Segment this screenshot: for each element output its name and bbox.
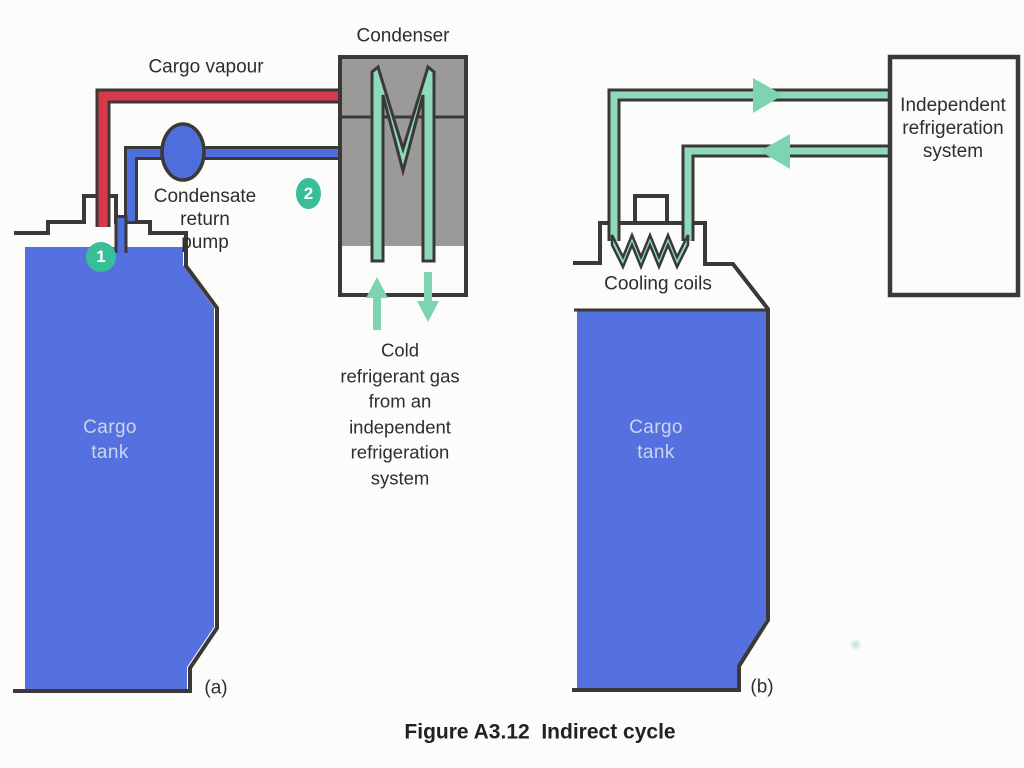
cold-refrigerant-label: Cold refrigerant gas from an independent… (340, 339, 460, 489)
tank-b-dome-hatch (633, 194, 669, 223)
panel-a-label: (a) (204, 677, 228, 699)
scan-artifact-dot (849, 638, 862, 651)
cargo-tank-b-liquid (577, 311, 766, 688)
coil-supply-pipe (610, 91, 889, 241)
independent-refrigeration-system-label: Independent refrigeration system (900, 95, 1006, 163)
independent-refrigeration-system-box (887, 54, 1021, 298)
refrigerant-in-up-arrow-icon (366, 277, 388, 330)
step-badge-1: 1 (86, 242, 116, 272)
condensate-pipe-stub (117, 218, 125, 253)
cargo-tank-a-label: Cargo tank (83, 416, 137, 463)
coil-return-pipe (684, 147, 889, 241)
flow-right-arrow-icon (753, 78, 783, 113)
flow-left-arrow-icon (760, 134, 790, 169)
cooling-coils-label: Cooling coils (604, 273, 712, 295)
cooling-coil-zigzag (610, 231, 690, 271)
cargo-tank-b-outline (572, 221, 770, 692)
cargo-vapour-label: Cargo vapour (148, 56, 264, 78)
refrigerant-out-down-arrow-icon (417, 272, 439, 322)
cargo-tank-b-label: Cargo tank (629, 416, 683, 463)
cargo-tank-a-liquid (25, 247, 214, 689)
step-badge-2: 2 (296, 178, 321, 209)
condenser-coil-m-tube (370, 64, 436, 263)
coil-supply-pipe-outline (607, 88, 889, 241)
condensate-return-pump-label: Condensate return pump (153, 186, 257, 254)
condensate-pipe (127, 149, 342, 221)
condensate-return-pump (160, 122, 206, 182)
panel-b-label: (b) (750, 676, 774, 698)
figure-caption: Figure A3.12 Indirect cycle (404, 720, 676, 744)
cargo-tank-a-outline (13, 194, 219, 693)
cargo-vapour-pipe (98, 91, 341, 227)
condenser-label: Condenser (356, 25, 450, 47)
